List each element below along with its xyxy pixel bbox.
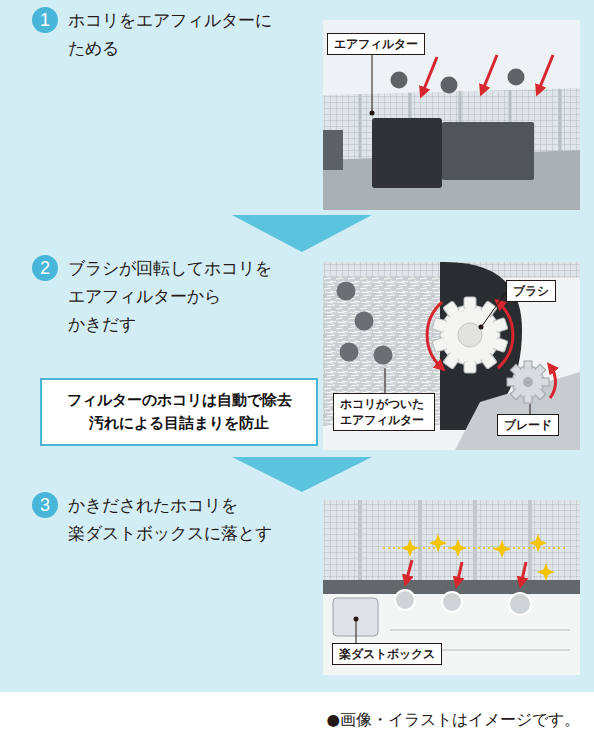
part-tag: エアフィルター [327, 33, 425, 55]
step-number-text: 3 [32, 492, 58, 518]
photo-brush [464, 361, 476, 373]
step-description: ホコリをエアフィルターに ためる [68, 6, 280, 62]
photo-brush [323, 262, 580, 450]
number-circle [32, 7, 58, 33]
photo-dust-box [323, 500, 580, 675]
photo-brush [524, 395, 532, 403]
step-arrow [232, 457, 372, 492]
photo-brush [482, 292, 506, 326]
photo-filter-dust [538, 55, 553, 92]
number-circle [32, 492, 58, 518]
step-description: かきだされたホコリを 楽ダストボックスに落とす [68, 491, 280, 547]
step-number-text: 2 [32, 255, 58, 281]
photo-brush [385, 368, 386, 393]
photo-brush [507, 378, 515, 386]
photo-brush [340, 343, 359, 362]
step-number-text: 1 [32, 7, 58, 33]
photo-brush [530, 404, 531, 414]
photo-filter-dust [482, 55, 497, 92]
callout-box: フィルターのホコリは自動で除去 汚れによる目詰まりを防止 [40, 378, 318, 446]
photo-filter-dust [441, 77, 458, 94]
photo-brush [355, 312, 374, 331]
photo-brush [541, 378, 549, 386]
photo-filter-dust [370, 111, 375, 116]
photo-brush [458, 323, 482, 347]
photo-brush [514, 368, 542, 396]
photo-filter-dust [508, 69, 525, 86]
photo-filter-dust [442, 122, 534, 180]
photo-dust-box [537, 563, 555, 581]
step-arrow [232, 215, 372, 252]
photo-brush [464, 297, 476, 309]
photo-dust-box [406, 560, 412, 582]
photo-dust-box [323, 500, 580, 582]
photo-filter-dust [323, 130, 343, 170]
photo-dust-box [521, 562, 526, 584]
photo-filter-dust [422, 57, 437, 94]
number-circle [32, 255, 58, 281]
photo-dust-box [529, 534, 547, 552]
photo-dust-box [493, 540, 511, 558]
photo-dust-box [395, 590, 415, 610]
blue-ground [0, 0, 594, 692]
photo-brush [523, 377, 533, 387]
part-name: ブラシ [513, 283, 549, 299]
photo-filter-dust [323, 20, 580, 210]
photo-dust-box [401, 539, 419, 557]
photo-brush [498, 302, 513, 368]
photo-filter-dust [323, 20, 580, 210]
step-number: 1 [32, 7, 58, 33]
photo-brush [550, 366, 556, 398]
step-number: 2 [32, 255, 58, 281]
photo-brush [374, 346, 393, 365]
part-name: エアフィルター [334, 36, 418, 52]
part-tag: ブラシ [506, 280, 556, 302]
photo-dust-box [457, 562, 462, 584]
part-name: 楽ダストボックス [339, 646, 435, 662]
part-name: ブレード [504, 417, 552, 433]
photo-filter-dust [372, 118, 442, 188]
photo-brush [323, 262, 580, 450]
step-number: 3 [32, 492, 58, 518]
photo-dust-box [429, 534, 447, 552]
photo-dust-box [449, 539, 467, 557]
callout-text: フィルターのホコリは自動で除去 汚れによる目詰まりを防止 [63, 389, 295, 435]
photo-filter-dust [391, 72, 408, 89]
photo-dust-box [360, 500, 530, 582]
part-tag: 楽ダストボックス [332, 643, 442, 665]
photo-filter-dust [372, 55, 373, 112]
part-tag: ホコリがついた エアフィルター [333, 393, 435, 431]
step-description: ブラシが回転してホコリを エアフィルターから かきだす [68, 254, 280, 338]
photo-brush [479, 325, 484, 330]
photo-dust-box [442, 592, 462, 612]
photo-brush [337, 282, 356, 301]
photo-dust-box [356, 620, 357, 643]
photo-dust-box [354, 617, 359, 622]
photo-brush [507, 361, 549, 403]
photo-dust-box [323, 500, 580, 675]
photo-dust-box [509, 593, 531, 615]
image-note: ●画像・イラストはイメージです。 [326, 708, 580, 732]
photo-brush [524, 361, 532, 369]
photo-brush [427, 302, 442, 368]
part-name: ホコリがついた エアフィルター [340, 396, 428, 428]
photo-brush [432, 297, 508, 373]
part-tag: ブレード [497, 414, 559, 436]
